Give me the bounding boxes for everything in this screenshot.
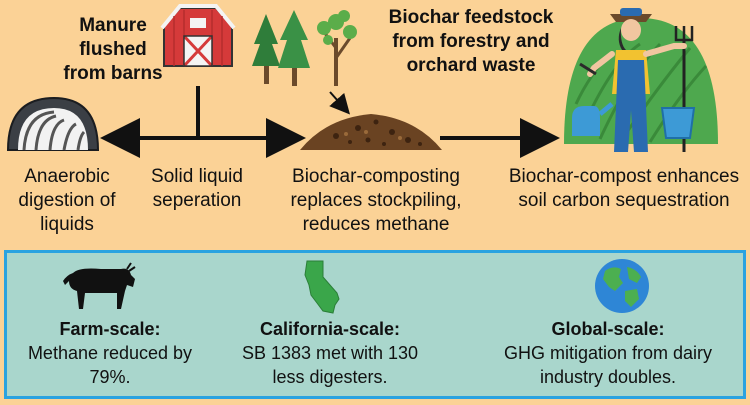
cow-icon xyxy=(63,262,136,309)
trees-icon xyxy=(252,10,357,86)
globe-icon xyxy=(595,259,649,313)
compost-pile-icon xyxy=(300,114,442,150)
biochar-feedstock-label: Biochar feedstock from forestry and orch… xyxy=(388,7,554,76)
california-scale-title: California-scale: xyxy=(259,319,401,339)
flow-arrows xyxy=(100,86,560,158)
global-scale-text: GHG mitigation from dairy industry doubl… xyxy=(503,343,713,387)
impact-panel: Farm-scale: Methane reduced by 79%. Cali… xyxy=(4,250,746,399)
enhances-label: Biochar-compost enhances soil carbon seq… xyxy=(508,166,740,211)
barn-icon xyxy=(160,4,236,68)
california-map-icon xyxy=(304,260,340,314)
trees-arrow xyxy=(329,91,350,115)
anaerobic-label: Anaerobic digestion of liquids xyxy=(18,166,116,235)
farm-scale-title: Farm-scale: xyxy=(59,319,161,339)
global-scale-title: Global-scale: xyxy=(551,319,665,339)
manure-label: Manure flushed from barns xyxy=(63,15,163,84)
california-scale-text: SB 1383 met with 130 less digesters. xyxy=(241,343,419,387)
digester-icon xyxy=(6,96,100,151)
solid-liquid-label: Solid liquid seperation xyxy=(151,166,243,211)
composting-label: Biochar-composting replaces stockpiling,… xyxy=(290,166,462,235)
farm-scale-text: Methane reduced by 79%. xyxy=(27,343,193,387)
farmer-icon xyxy=(564,8,718,152)
